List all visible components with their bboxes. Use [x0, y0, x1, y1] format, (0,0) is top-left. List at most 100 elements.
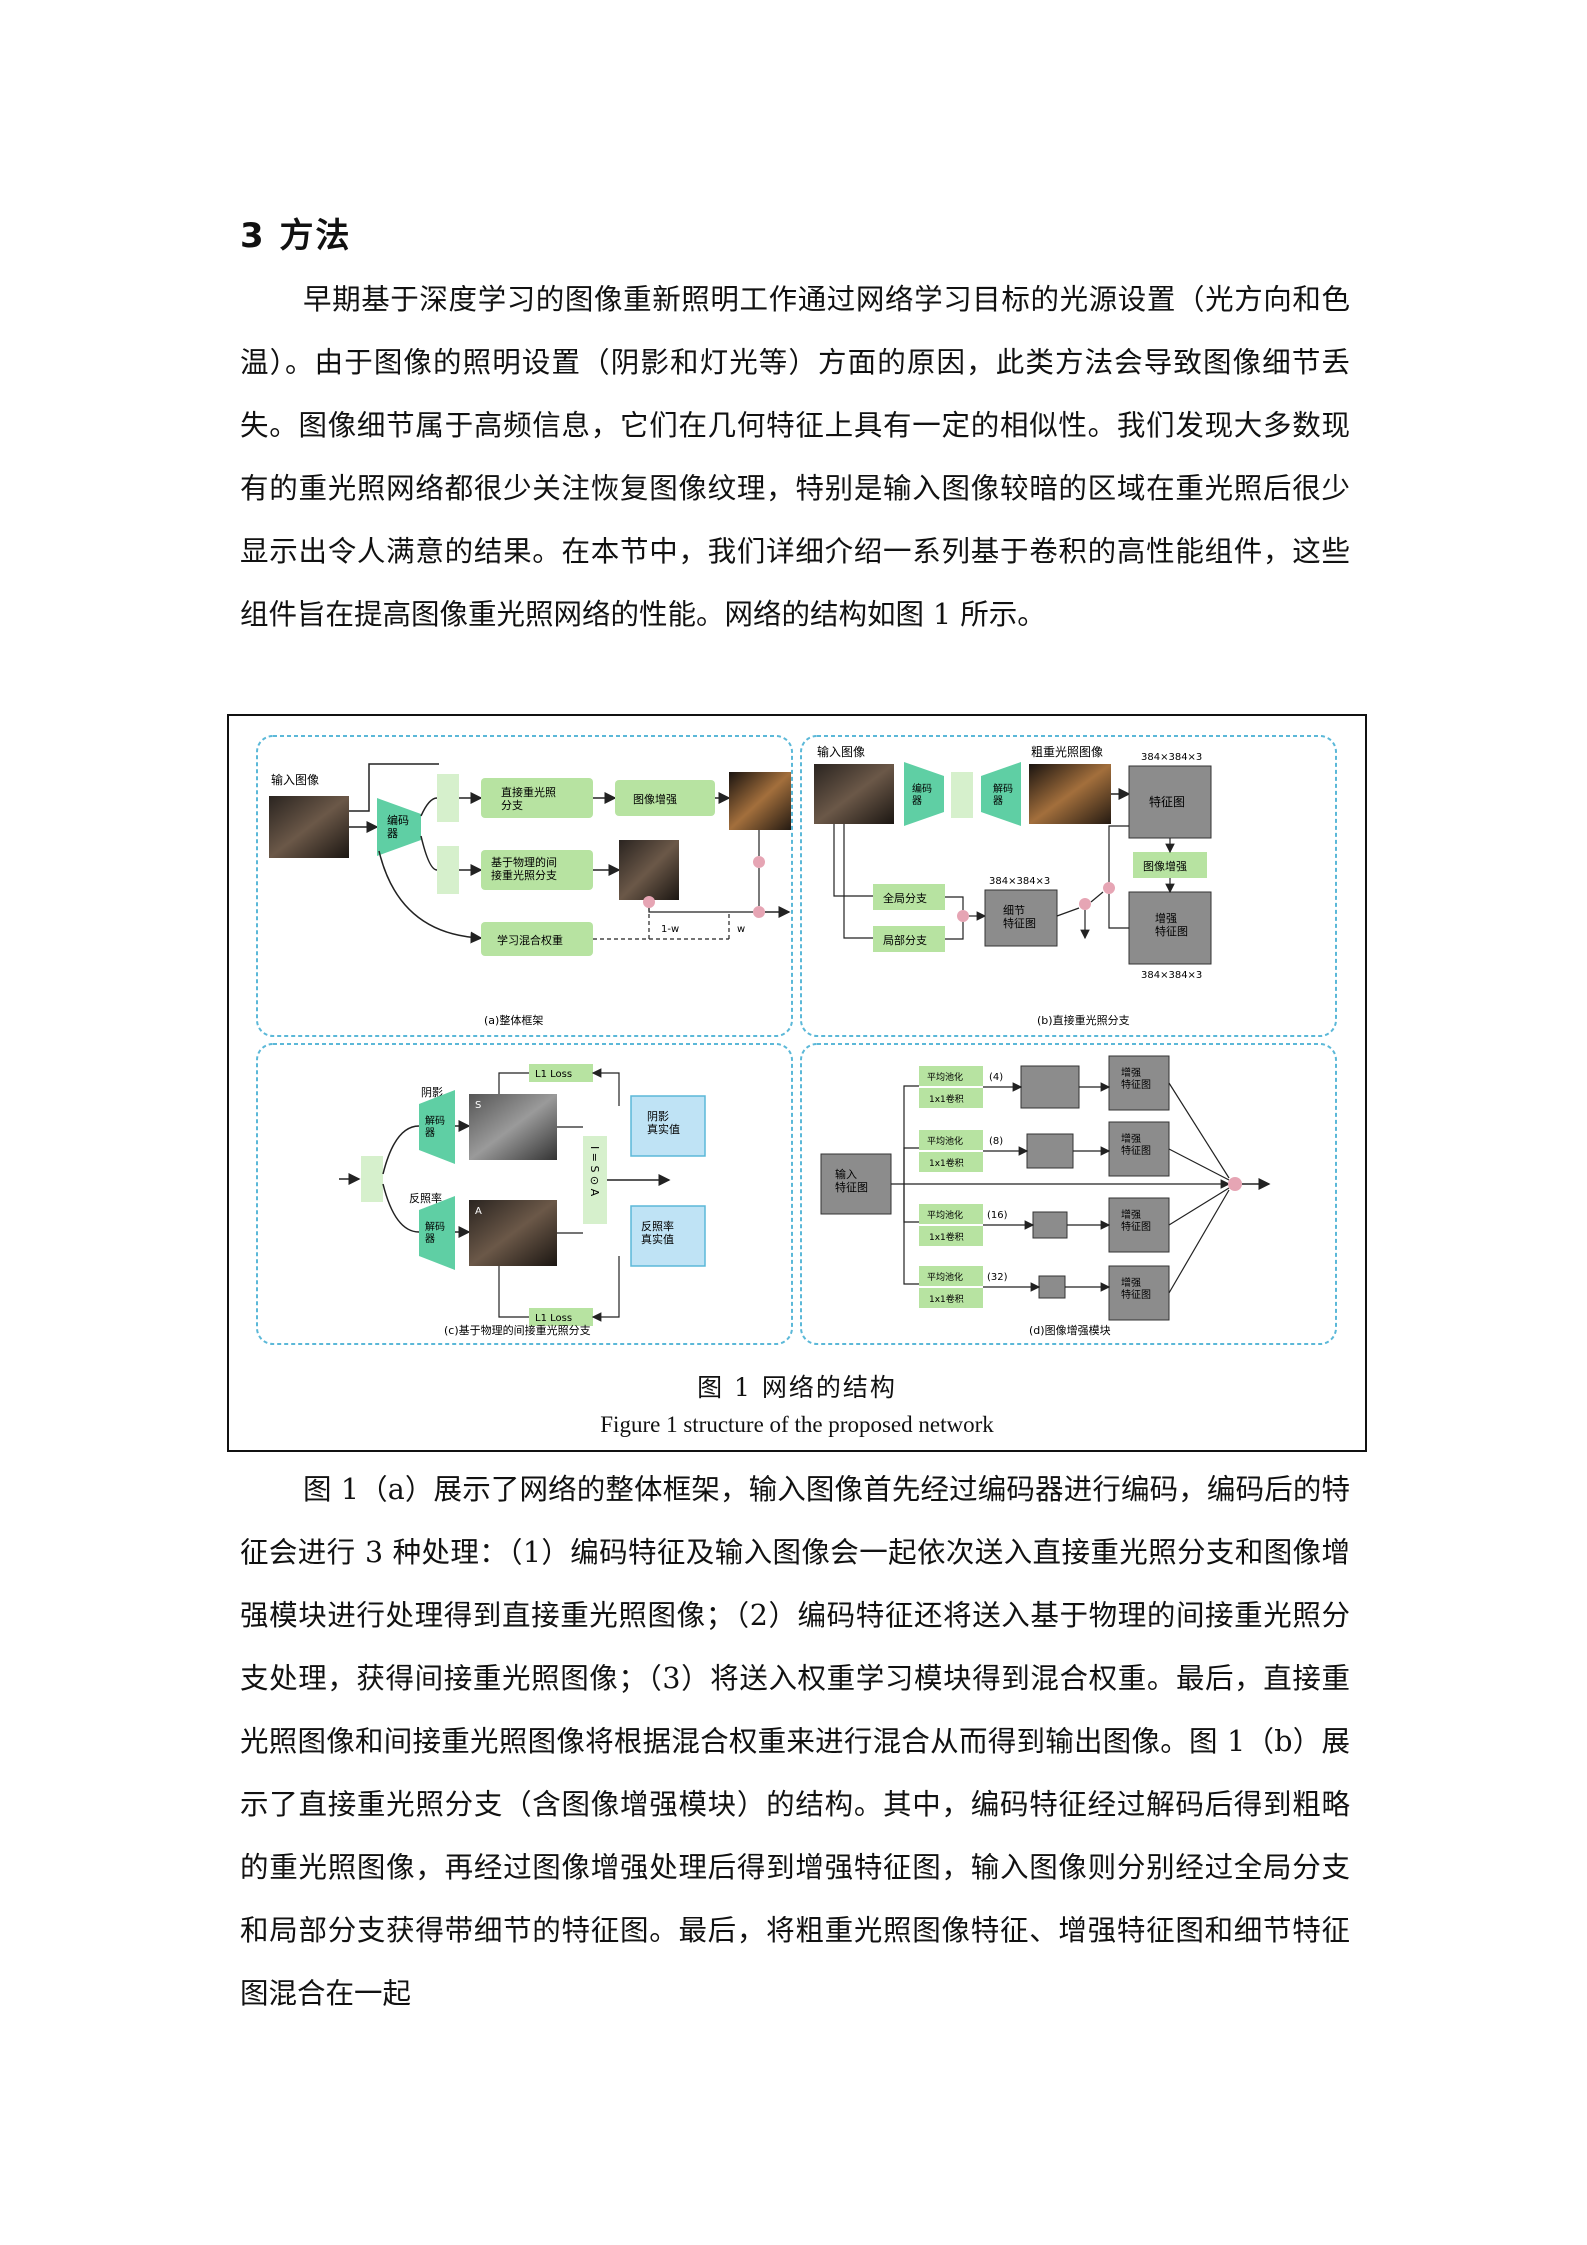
panel-b-size-top: 384×384×3 — [1141, 752, 1202, 763]
panel-a-mix-weight-label: 学习混合权重 — [497, 933, 563, 947]
panel-a-feature-1 — [437, 774, 459, 822]
panel-b-size-bottom: 384×384×3 — [1141, 970, 1202, 981]
panel-c-loss-bottom-label: L1 Loss — [535, 1313, 572, 1324]
panel-b-image-enhance — [1133, 852, 1207, 878]
panel-c-loss-top — [529, 1064, 593, 1082]
panel-d-conv: 1x1卷积 — [929, 1093, 964, 1105]
figure-caption-cn: 图 1 网络的结构 — [697, 1373, 897, 1402]
panel-a-encoder-label: 编码器 — [387, 813, 409, 840]
panel-a-feature-2 — [437, 846, 459, 894]
panel-d-enhanced-2: 增强特征图 — [1121, 1132, 1151, 1157]
panel-d-row-8: 平均池化 1x1卷积 (8) 增强特征图 — [919, 1121, 1170, 1177]
panel-c-loss-top-label: L1 Loss — [535, 1069, 572, 1080]
section-heading: 3 方法 — [240, 216, 352, 256]
panel-d-concat — [1228, 1177, 1242, 1191]
panel-b-image-enhance-label: 图像增强 — [1143, 859, 1187, 873]
panel-b-encoder-label: 编码器 — [912, 782, 932, 807]
panel-d-avg-pool: 平均池化 — [927, 1071, 963, 1083]
panel-c-shadow-image — [469, 1094, 557, 1160]
panel-a-input-label: 输入图像 — [271, 772, 319, 787]
panel-c-caption: (c)基于物理的间接重光照分支 — [444, 1323, 591, 1337]
panel-c-s-label: S — [475, 1100, 481, 1111]
panel-b-latent — [951, 772, 973, 818]
panel-c-loss-bottom — [529, 1308, 593, 1326]
panel-c-shadow-gt — [630, 1095, 706, 1157]
panel-d-conv-2: 1x1卷积 — [929, 1157, 964, 1169]
panel-d-row-32: 平均池化 1x1卷积 (32) 增强特征图 — [919, 1265, 1170, 1321]
panel-c-albedo-gt — [630, 1205, 706, 1267]
panel-d-conv-4: 1x1卷积 — [929, 1293, 964, 1305]
panel-b-global-branch — [873, 884, 945, 910]
panel-d-avg-pool-3: 平均池化 — [927, 1209, 963, 1221]
panel-b-add — [957, 910, 969, 922]
panel-a-direct-output-image — [729, 772, 791, 830]
panel-a-one-minus-w: 1-w — [661, 924, 679, 935]
panel-d-frame — [800, 1043, 1337, 1345]
panel-d-scale-4: (4) — [989, 1072, 1003, 1083]
panel-a-w: w — [737, 924, 745, 935]
panel-d-conv-3: 1x1卷积 — [929, 1231, 964, 1243]
panel-c-formula: I = S ⊙ A — [588, 1146, 601, 1197]
panel-b-detail-map-label: 细节特征图 — [1003, 904, 1036, 930]
panel-c-albedo-decoder — [419, 1196, 455, 1270]
panel-a-physical-branch — [481, 850, 593, 890]
panel-b-decoder-label: 解码器 — [993, 782, 1013, 807]
panel-c-shadow-decoder-label: 解码器 — [425, 1114, 445, 1139]
panel-b-concat-2 — [1103, 882, 1115, 894]
panel-b-enhanced-map-label: 增强特征图 — [1155, 911, 1188, 938]
panel-b-coarse-image — [1029, 764, 1111, 824]
panel-a-frame — [256, 735, 793, 1037]
panel-a-physical-branch-label: 基于物理的间接重光照分支 — [491, 855, 557, 882]
panel-d-scale-32: (32) — [987, 1272, 1008, 1283]
panel-b-local-branch — [873, 926, 945, 952]
panel-d-row-4: 平均池化 1x1卷积 (4) 增强特征图 — [919, 1055, 1170, 1111]
panel-d-avg-pool-4: 平均池化 — [927, 1271, 963, 1283]
panel-b-global-branch-label: 全局分支 — [883, 891, 927, 905]
panel-c-shadow-label: 阴影 — [421, 1086, 443, 1099]
panel-d-caption: (d)图像增强模块 — [1029, 1323, 1111, 1337]
panel-c-shadow-gt-label: 阴影真实值 — [647, 1110, 680, 1136]
panel-d-enhanced-1: 增强特征图 — [1121, 1066, 1151, 1091]
panel-b-feature-map — [1128, 765, 1212, 839]
panel-d-input-map-label: 输入特征图 — [835, 1167, 868, 1194]
panel-b-caption: (b)直接重光照分支 — [1037, 1013, 1130, 1027]
panel-d-scale-8: (8) — [989, 1136, 1003, 1147]
panel-b-feature-map-label: 特征图 — [1149, 794, 1185, 809]
panel-b-size-mid: 384×384×3 — [989, 876, 1050, 887]
panel-a-encoder — [377, 798, 421, 856]
paragraph-intro: 早期基于深度学习的图像重新照明工作通过网络学习目标的光源设置（光方向和色温）。由… — [240, 283, 1350, 631]
panel-a-indirect-output-image — [619, 840, 679, 900]
panel-a-input-image — [269, 796, 349, 858]
panel-b-enhanced-map — [1128, 891, 1212, 965]
panel-b-encoder — [904, 762, 944, 826]
panel-c-latent — [361, 1156, 383, 1202]
panel-d-enhanced-4: 增强特征图 — [1121, 1276, 1151, 1301]
panel-c-formula-box — [583, 1136, 607, 1224]
panel-a-add — [753, 906, 765, 918]
panel-d-row-16: 平均池化 1x1卷积 (16) 增强特征图 — [919, 1197, 1170, 1253]
panel-a-image-enhance — [615, 780, 715, 816]
paragraph-figure-description: 图 1（a）展示了网络的整体框架，输入图像首先经过编码器进行编码，编码后的特征会… — [240, 1473, 1350, 2010]
panel-a-multiply-2 — [753, 856, 765, 868]
panel-b-decoder — [981, 762, 1021, 826]
figure-diagram: 输入图像 编码器 直接重光照分支 图像增强 基于物理的间接重光照分支 学习混合权… — [256, 735, 1337, 1345]
panel-d-input-map — [820, 1153, 892, 1215]
panel-b-concat-1 — [1079, 898, 1091, 910]
panel-d-scale-16: (16) — [987, 1210, 1008, 1221]
panel-b-coarse-label: 粗重光照图像 — [1031, 745, 1103, 759]
panel-a-mix-weight — [481, 922, 593, 956]
panel-b-detail-map — [984, 889, 1058, 947]
panel-b-input-image — [814, 764, 894, 824]
panel-d-avg-pool-2: 平均池化 — [927, 1135, 963, 1147]
panel-c-a-label: A — [475, 1206, 482, 1217]
panel-a-direct-branch — [481, 778, 593, 818]
panel-b-input-label: 输入图像 — [817, 744, 865, 759]
panel-c-albedo-image — [469, 1200, 557, 1266]
panel-c-albedo-label: 反照率 — [409, 1191, 442, 1205]
panel-b-local-branch-label: 局部分支 — [883, 933, 927, 947]
panel-b-frame — [800, 735, 1337, 1037]
figure-caption-en: Figure 1 structure of the proposed netwo… — [600, 1412, 994, 1437]
figure-network-structure: 输入图像 编码器 直接重光照分支 图像增强 基于物理的间接重光照分支 学习混合权… — [227, 714, 1367, 1452]
panel-a-image-enhance-label: 图像增强 — [633, 792, 677, 806]
panel-c-albedo-gt-label: 反照率真实值 — [641, 1219, 674, 1246]
